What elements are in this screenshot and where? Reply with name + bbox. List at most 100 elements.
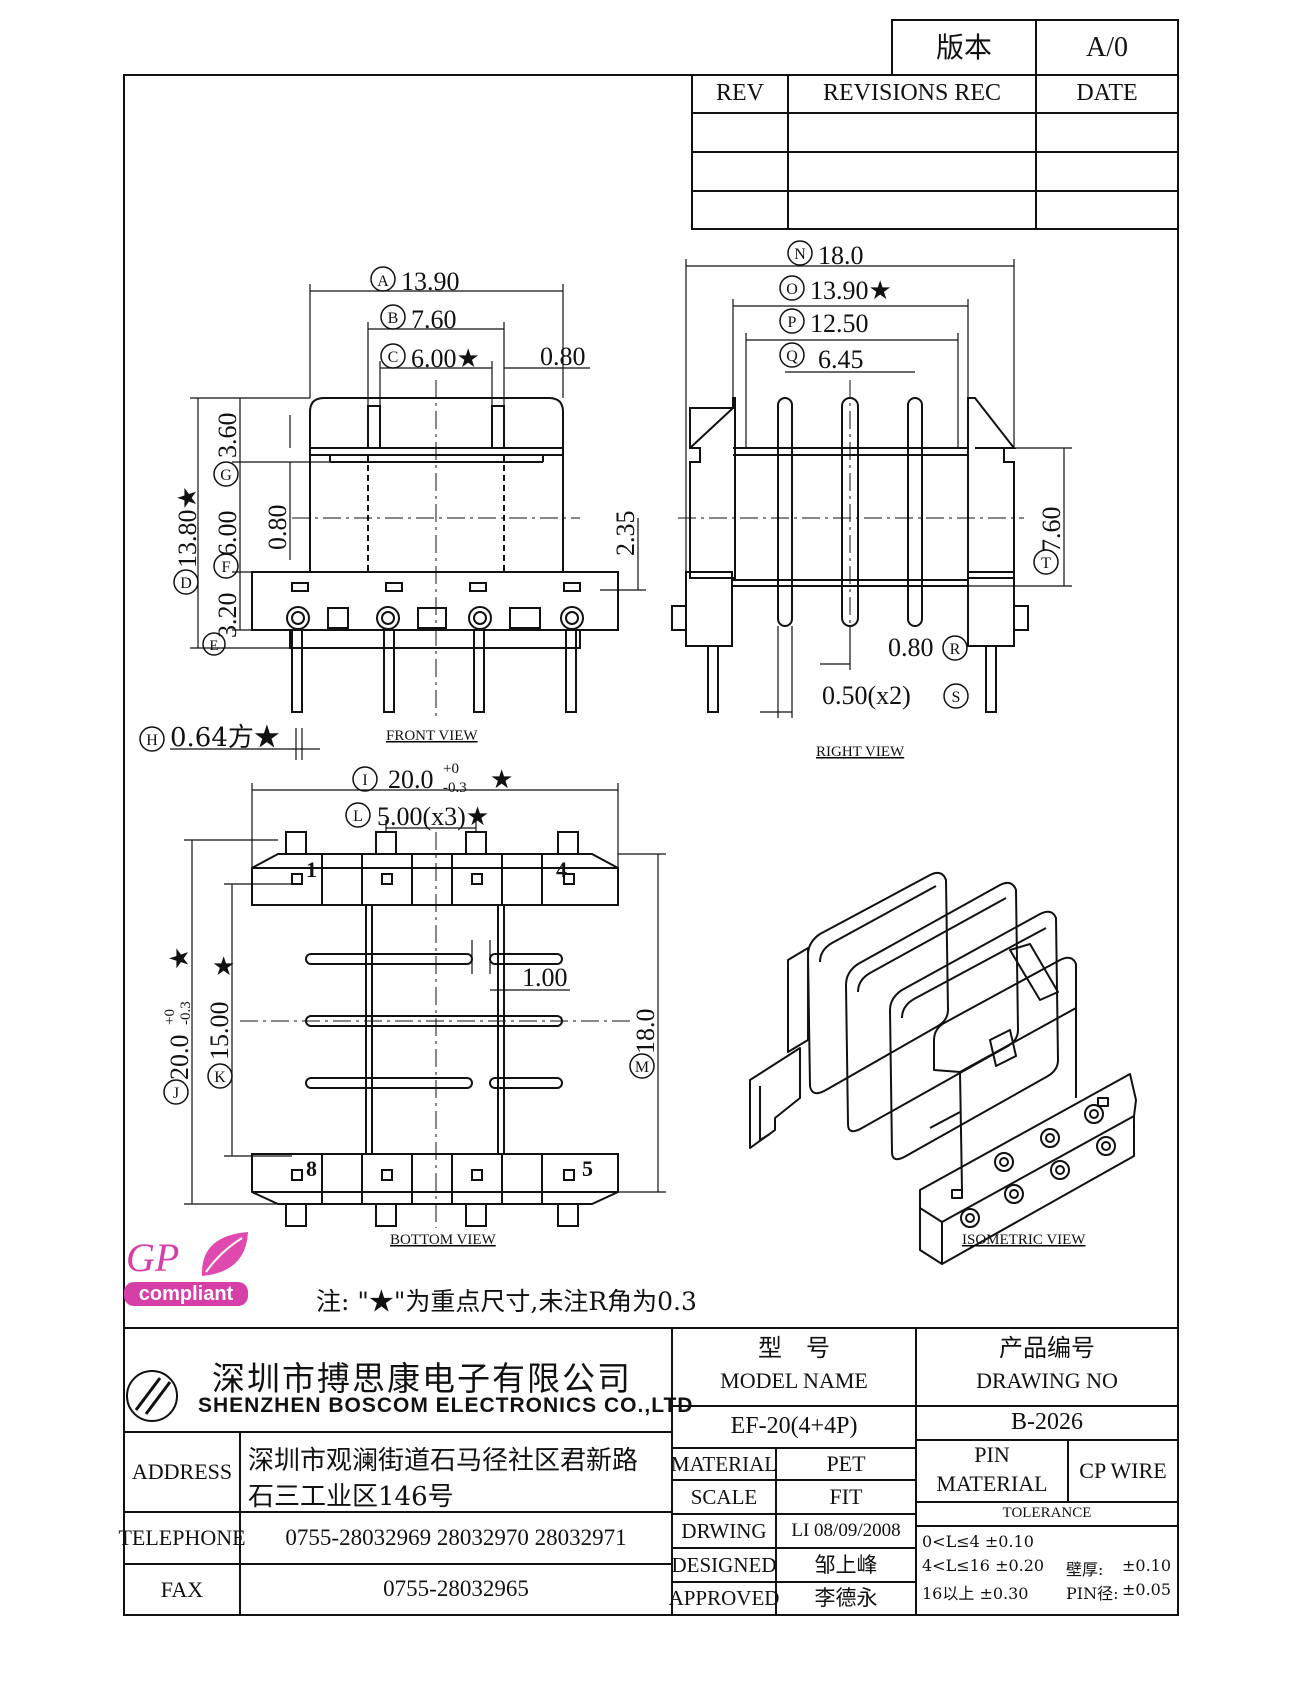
dim-letter-k: K <box>214 1069 226 1086</box>
telephone-label: TELEPHONE <box>118 1525 246 1551</box>
bottom-view-title: BOTTOM VIEW <box>390 1232 497 1248</box>
drawing-number-value: B-2026 <box>1011 1409 1083 1436</box>
pin-material-label-1: PIN <box>974 1442 1010 1468</box>
scale-value: FIT <box>829 1484 863 1510</box>
date-header: DATE <box>1076 80 1138 107</box>
dim-o-value: 13.90★ <box>810 276 892 305</box>
material-label: MATERIAL <box>670 1451 778 1476</box>
dim-j-star: ★ <box>165 947 194 970</box>
dim-letter-n: N <box>794 246 806 263</box>
dim-c-side: 0.80 <box>540 342 586 371</box>
leaf-icon <box>201 1232 248 1276</box>
dim-e-value: 3.20 <box>213 593 242 639</box>
rev-header: REV <box>716 80 764 107</box>
model-value: EF-20(4+4P) <box>730 1413 858 1440</box>
drawing-label-en: DRAWING NO <box>976 1368 1118 1394</box>
dim-i-tol-minus: -0.3 <box>443 780 467 796</box>
right-view <box>671 380 1029 713</box>
dim-l-value: 5.00(x3)★ <box>377 802 489 831</box>
dim-h-value: 0.64方★ <box>170 723 280 753</box>
dim-d-value: 13.80★ <box>173 486 202 568</box>
isometric-view <box>749 871 1137 1265</box>
drwing-label: DRWING <box>681 1518 767 1543</box>
dim-j-tol-minus: -0.3 <box>178 1001 194 1025</box>
dim-t-value: 7.60 <box>1037 507 1066 553</box>
bottom-view <box>240 831 632 1228</box>
dim-i-value: 20.0 <box>388 765 434 794</box>
wall-thickness-value: ±0.10 <box>1122 1556 1172 1575</box>
dim-letter-m: M <box>635 1059 649 1076</box>
fax-label: FAX <box>160 1576 204 1602</box>
wall-thickness-label: 壁厚: <box>1066 1560 1104 1579</box>
drwing-value: LI 08/09/2008 <box>791 1520 901 1542</box>
dim-n-value: 18.0 <box>818 241 864 270</box>
gp-compliant-logo: GP compliant <box>122 1228 250 1308</box>
material-value: PET <box>826 1451 866 1477</box>
dim-a-value: 13.90 <box>401 267 460 296</box>
telephone-value: 0755-28032969 28032970 28032971 <box>285 1524 627 1550</box>
dim-front-080: 0.80 <box>263 505 292 551</box>
address-label: ADDRESS <box>131 1459 233 1485</box>
dim-c-value: 6.00★ <box>411 344 480 373</box>
approved-value: 李德永 <box>814 1586 878 1611</box>
pin-8-label: 8 <box>306 1156 317 1181</box>
designed-value: 邹上峰 <box>814 1552 878 1577</box>
dim-letter-g: G <box>220 467 232 484</box>
gp-logo-text: GP <box>126 1235 180 1280</box>
dim-letter-q: Q <box>786 348 798 365</box>
front-view-title: FRONT VIEW <box>386 728 478 744</box>
right-view-title: RIGHT VIEW <box>816 744 905 760</box>
dim-letter-r: R <box>950 641 961 658</box>
dim-letter-e: E <box>209 638 218 654</box>
dim-p-value: 12.50 <box>810 309 869 338</box>
dim-q-value: 6.45 <box>818 345 864 374</box>
drawing-label-cn: 产品编号 <box>999 1334 1095 1363</box>
pin-1-label: 1 <box>306 857 317 882</box>
gp-compliant-badge: compliant <box>124 1282 248 1306</box>
fax-value: 0755-28032965 <box>383 1576 529 1602</box>
version-label: 版本 <box>935 30 992 64</box>
pin-material-label-2: MATERIAL <box>936 1471 1048 1497</box>
tolerance-label: TOLERANCE <box>1002 1505 1092 1522</box>
dim-front-235: 2.35 <box>611 511 640 557</box>
tolerance-row-2: 4<L≤16 ±0.20 <box>922 1556 1045 1575</box>
pin-5-label: 5 <box>582 1156 593 1181</box>
model-label-en: MODEL NAME <box>720 1368 868 1394</box>
dim-r-value: 0.80 <box>888 633 934 662</box>
dim-k-star: ★ <box>212 952 235 981</box>
dim-letter-p: P <box>788 314 797 331</box>
dim-j-tol-plus: +0 <box>162 1009 178 1025</box>
dim-letter-l: L <box>353 808 363 825</box>
address-line-2: 石三工业区146号 <box>248 1482 454 1512</box>
dim-letter-o: O <box>786 281 798 298</box>
dim-letter-f: F <box>222 559 231 576</box>
dim-letter-c: C <box>388 349 399 366</box>
dim-letter-h: H <box>146 732 158 749</box>
address-line-1: 深圳市观澜街道石马径社区君新路 <box>248 1446 639 1476</box>
dim-letter-a: A <box>377 273 389 290</box>
dim-letter-s: S <box>952 689 961 706</box>
dim-letter-t: T <box>1041 555 1051 572</box>
front-view <box>251 380 619 716</box>
pin-4-label: 4 <box>556 857 567 882</box>
revisions-rec-header: REVISIONS REC <box>822 80 1002 107</box>
dim-letter-b: B <box>388 310 399 327</box>
approved-label: APPROVED <box>668 1586 780 1611</box>
dim-letter-j: J <box>173 1085 179 1102</box>
scale-label: SCALE <box>690 1484 758 1509</box>
pin-diameter-value: ±0.05 <box>1122 1580 1172 1599</box>
dim-f-value: 6.00 <box>213 511 242 557</box>
dim-b-value: 7.60 <box>411 305 457 334</box>
dim-s-value: 0.50(x2) <box>822 681 911 710</box>
company-name-en: SHENZHEN BOSCOM ELECTRONICS CO.,LTD <box>198 1394 694 1417</box>
designed-label: DESIGNED <box>671 1552 777 1577</box>
dim-k-value: 15.00 <box>205 1002 234 1061</box>
model-label-cn: 型 号 <box>758 1334 830 1363</box>
pin-material-value: CP WIRE <box>1079 1458 1167 1484</box>
dim-letter-d: D <box>180 575 192 592</box>
dim-m-value: 18.0 <box>631 1009 660 1055</box>
drawing-note: 注: "★"为重点尺寸,未注R角为0.3 <box>316 1287 697 1316</box>
title-block <box>124 1327 1178 1615</box>
dim-letter-i: I <box>362 772 367 789</box>
dim-slot-value: 1.00 <box>522 963 568 992</box>
